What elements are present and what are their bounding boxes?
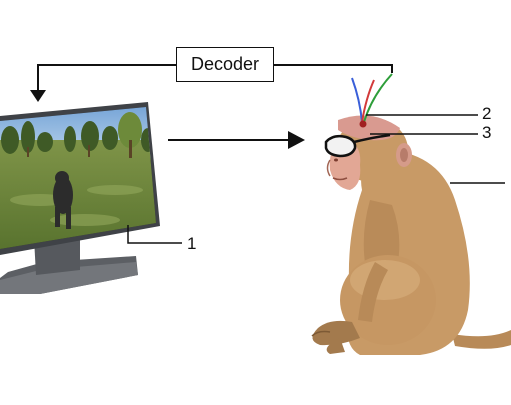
eye-tracker-glasses-icon <box>324 133 391 158</box>
label-3: 3 <box>482 123 492 142</box>
label-2: 2 <box>482 104 492 123</box>
leader-line-1 <box>127 225 182 244</box>
feedback-arrow <box>30 64 176 102</box>
avatar-animal <box>53 171 73 229</box>
decoder-label: Decoder <box>190 54 260 74</box>
decoder-box: Decoder <box>176 47 274 82</box>
label-1: 1 <box>187 234 197 253</box>
monitor-icon <box>0 102 160 294</box>
electrode-icon <box>351 73 393 128</box>
decoder-input-line <box>274 64 393 73</box>
